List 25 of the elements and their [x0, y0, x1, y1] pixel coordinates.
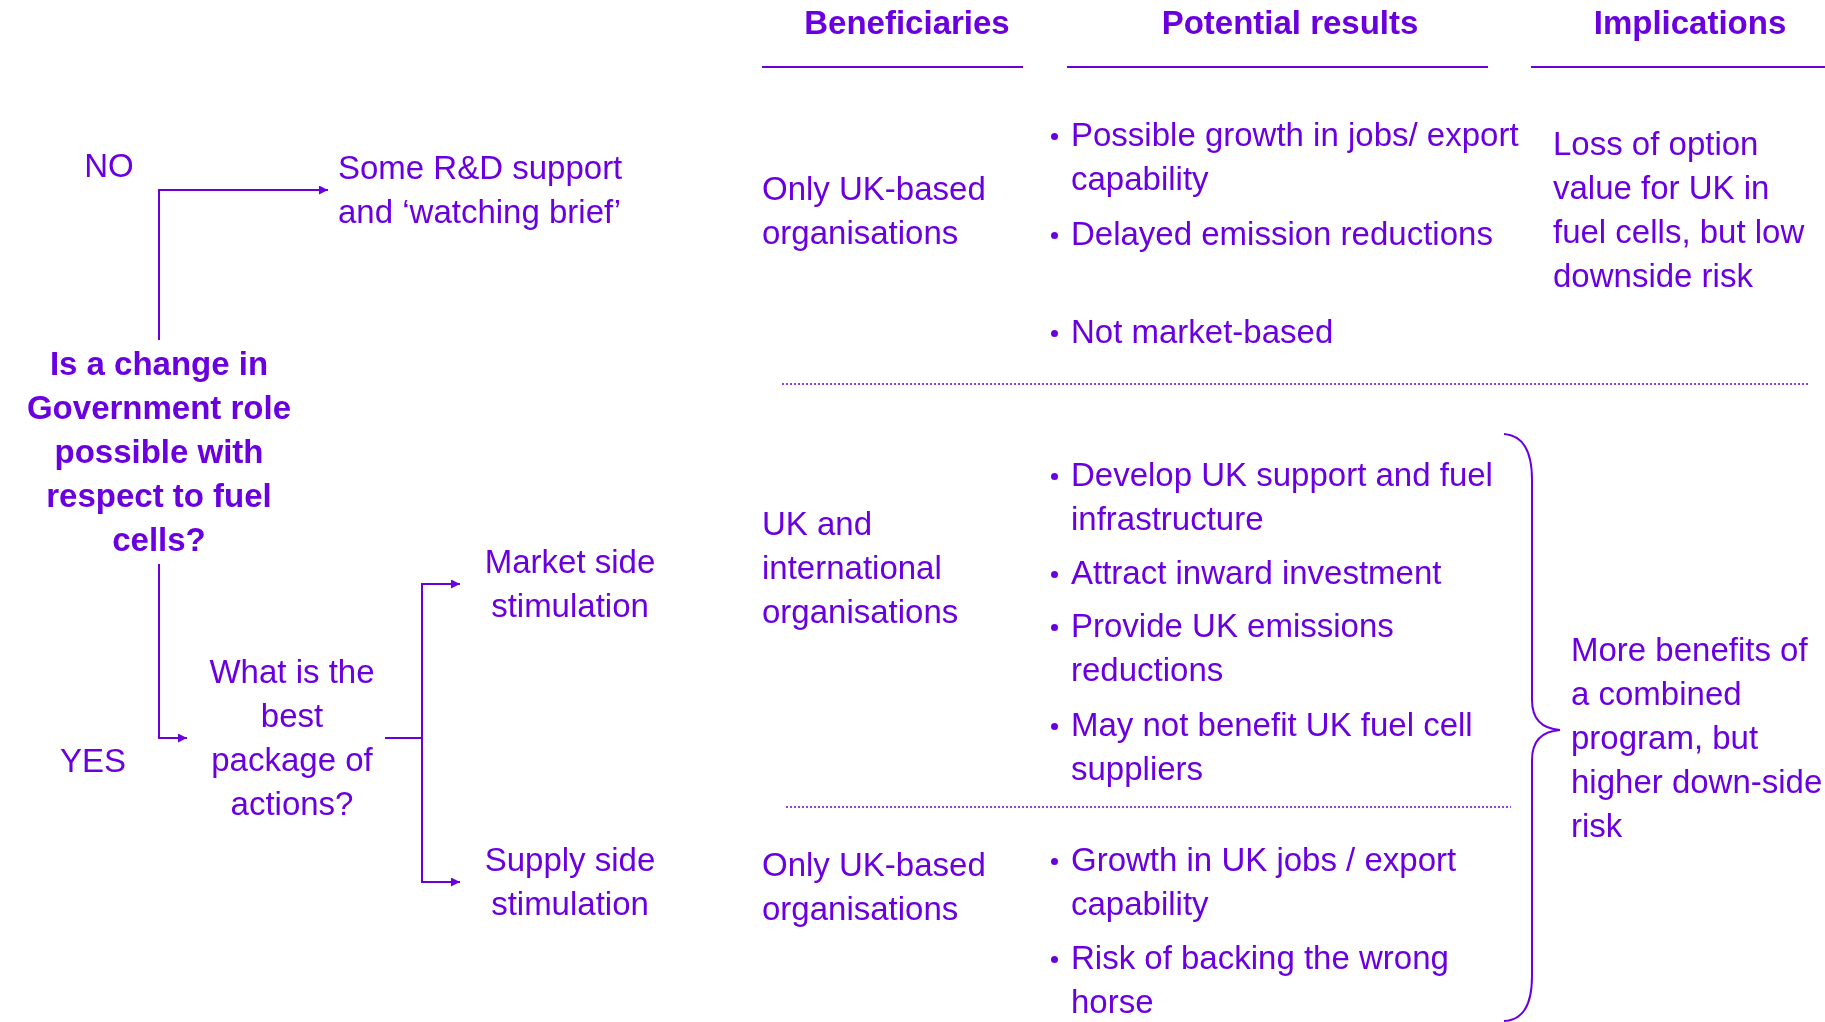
node-text: Supply side stimulation [483, 840, 657, 924]
node-text: Some R&D support and ‘watching brief’ [338, 148, 624, 232]
bullet-text: Attract inward investment [1071, 553, 1443, 593]
node-text: What is the best package of actions? [208, 652, 376, 824]
arrow [158, 563, 188, 743]
bullet-text: Delayed emission reductions [1071, 214, 1494, 254]
column-header: Beneficiaries [803, 3, 1011, 43]
bullet-text: Provide UK emissions reductions [1071, 606, 1395, 690]
bullet-text: Growth in UK jobs / export capability [1071, 840, 1458, 924]
bullet-text: May not benefit UK fuel cell suppliers [1071, 705, 1474, 789]
node-text: Market side stimulation [483, 542, 657, 626]
cell-text: More benefits of a combined program, but higher down-side risk [1571, 630, 1823, 846]
bullet-text: Possible growth in jobs/ export capability [1071, 115, 1520, 199]
node-text: Is a change in Government role possible with respect to fuel cells? [25, 344, 293, 560]
arrow [158, 185, 329, 341]
cell-text: Only UK-based organisations [762, 845, 987, 929]
cell-text: Loss of option value for UK in fuel cells, but low downside risk [1553, 124, 1806, 296]
bullet-text: Risk of backing the wrong horse [1071, 938, 1450, 1022]
column-header: Implications [1592, 3, 1788, 43]
cell-text: UK and international organisations [762, 504, 960, 632]
arrow [384, 737, 461, 887]
bullet-text: Develop UK support and fuel infrastructure [1071, 455, 1494, 539]
cell-text: Only UK-based organisations [762, 169, 987, 253]
bullet-text: Not market-based [1071, 312, 1335, 352]
column-header: Potential results [1160, 3, 1420, 43]
